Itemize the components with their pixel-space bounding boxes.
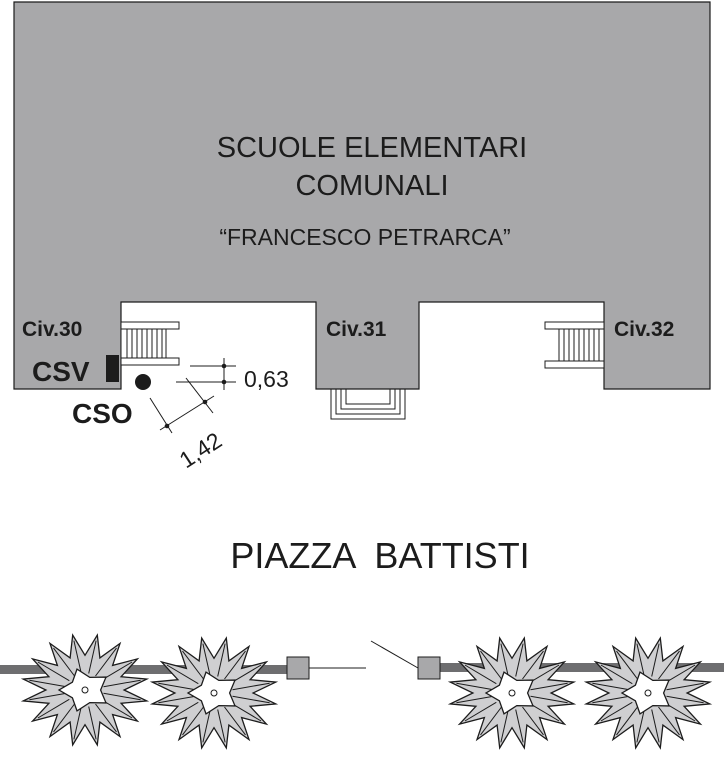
trees-group	[20, 633, 713, 750]
building-subtitle: “FRANCESCO PETRARCA”	[219, 224, 510, 250]
tree-icon	[447, 636, 577, 750]
tree-icon	[583, 636, 713, 750]
street-bar-right	[440, 663, 724, 672]
dimension-label-diagonal: 1,42	[175, 427, 227, 473]
csv-label: CSV	[32, 356, 90, 387]
post-icon	[417, 656, 441, 680]
dimension-vertical	[176, 358, 236, 390]
entrance-label-civ30: Civ.30	[22, 318, 82, 341]
porch-icon	[330, 389, 406, 420]
cso-label: CSO	[72, 398, 133, 429]
dimension-diagonal	[149, 377, 215, 434]
stair-icon	[120, 321, 180, 366]
tree-icon	[149, 636, 279, 750]
entrance-label-civ32: Civ.32	[614, 318, 674, 341]
street-bar-left	[0, 665, 287, 674]
post-icon	[286, 656, 310, 680]
tree-icon	[20, 633, 150, 747]
dimension-label-vertical: 0,63	[244, 366, 289, 392]
building-name-line1: SCUOLE ELEMENTARI	[217, 132, 527, 164]
school-building	[13, 1, 711, 390]
building-name-line2: COMUNALI	[295, 170, 448, 202]
csv-marker	[106, 355, 119, 382]
entrance-label-civ31: Civ.31	[326, 318, 387, 341]
cso-marker	[135, 374, 151, 390]
chain-line-right	[370, 640, 419, 669]
stair-icon	[544, 321, 605, 369]
square-name: PIAZZA BATTISTI	[230, 535, 529, 576]
